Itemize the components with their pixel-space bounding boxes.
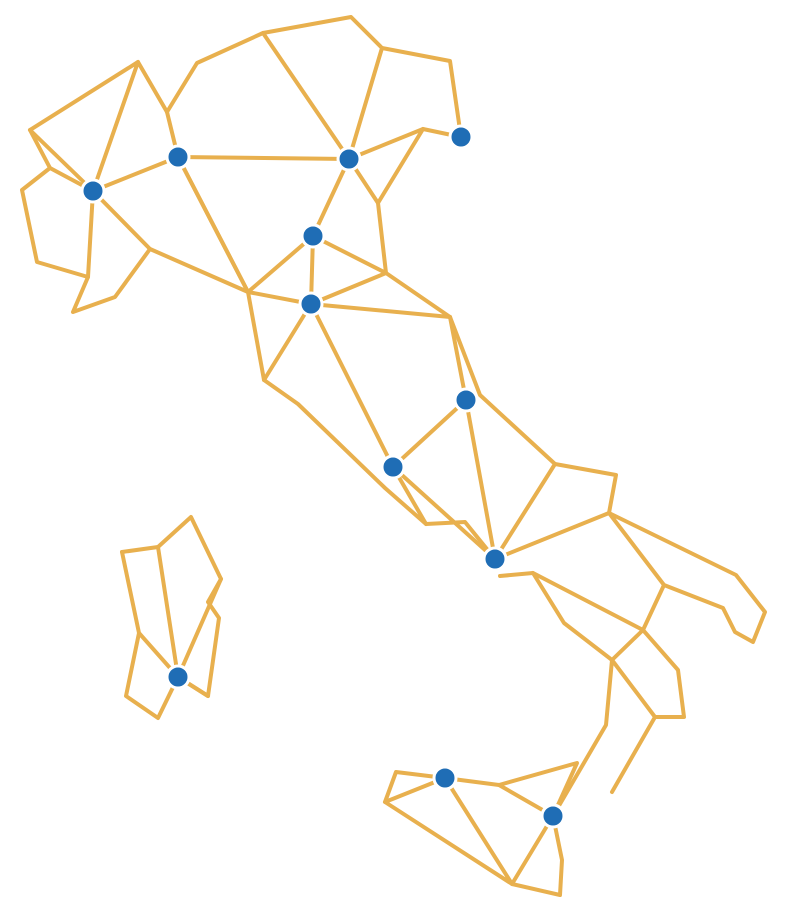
map-edge-38 <box>176 577 223 679</box>
map-edge-15 <box>309 271 452 319</box>
map-node-d[interactable] <box>448 124 474 150</box>
map-edge-6 <box>148 155 250 294</box>
map-node-i[interactable] <box>482 546 508 572</box>
map-edge-33 <box>383 761 579 886</box>
map-edge-29 <box>531 571 686 794</box>
map-node-c[interactable] <box>336 146 362 172</box>
map-edge-4 <box>71 189 152 314</box>
map-edge-7 <box>165 15 384 161</box>
map-edge-25 <box>493 462 557 561</box>
map-node-h[interactable] <box>380 454 406 480</box>
map-edge-32 <box>383 770 447 804</box>
map-node-u[interactable] <box>540 803 566 829</box>
map-edge-30 <box>610 658 657 719</box>
map-node-e[interactable] <box>300 223 326 249</box>
map-edge-17 <box>262 378 428 526</box>
map-edge-24 <box>391 465 497 561</box>
map-node-s[interactable] <box>165 664 191 690</box>
map-nodes <box>80 124 566 829</box>
map-edge-27 <box>607 511 767 644</box>
map-edge-8 <box>176 31 351 161</box>
map-edge-3 <box>20 166 95 279</box>
map-edge-11 <box>246 157 351 294</box>
map-node-b[interactable] <box>165 144 191 170</box>
map-node-a[interactable] <box>80 178 106 204</box>
map-edge-26 <box>493 511 611 561</box>
map-edge-5 <box>91 60 180 193</box>
map-node-t[interactable] <box>432 765 458 791</box>
map-edge-31 <box>551 658 614 818</box>
map-edges <box>20 15 767 897</box>
map-edge-20 <box>448 315 618 515</box>
map-edge-23 <box>391 465 497 561</box>
map-node-f[interactable] <box>298 291 324 317</box>
map-edge-18 <box>309 302 395 469</box>
map-edge-1 <box>28 60 140 193</box>
map-edge-21 <box>391 398 468 469</box>
map-edge-10 <box>347 127 425 205</box>
map-edge-22 <box>464 398 497 561</box>
map-edge-13 <box>176 155 250 294</box>
map-edge-28 <box>498 571 666 662</box>
map-edge-19 <box>448 315 468 402</box>
map-node-g[interactable] <box>453 387 479 413</box>
